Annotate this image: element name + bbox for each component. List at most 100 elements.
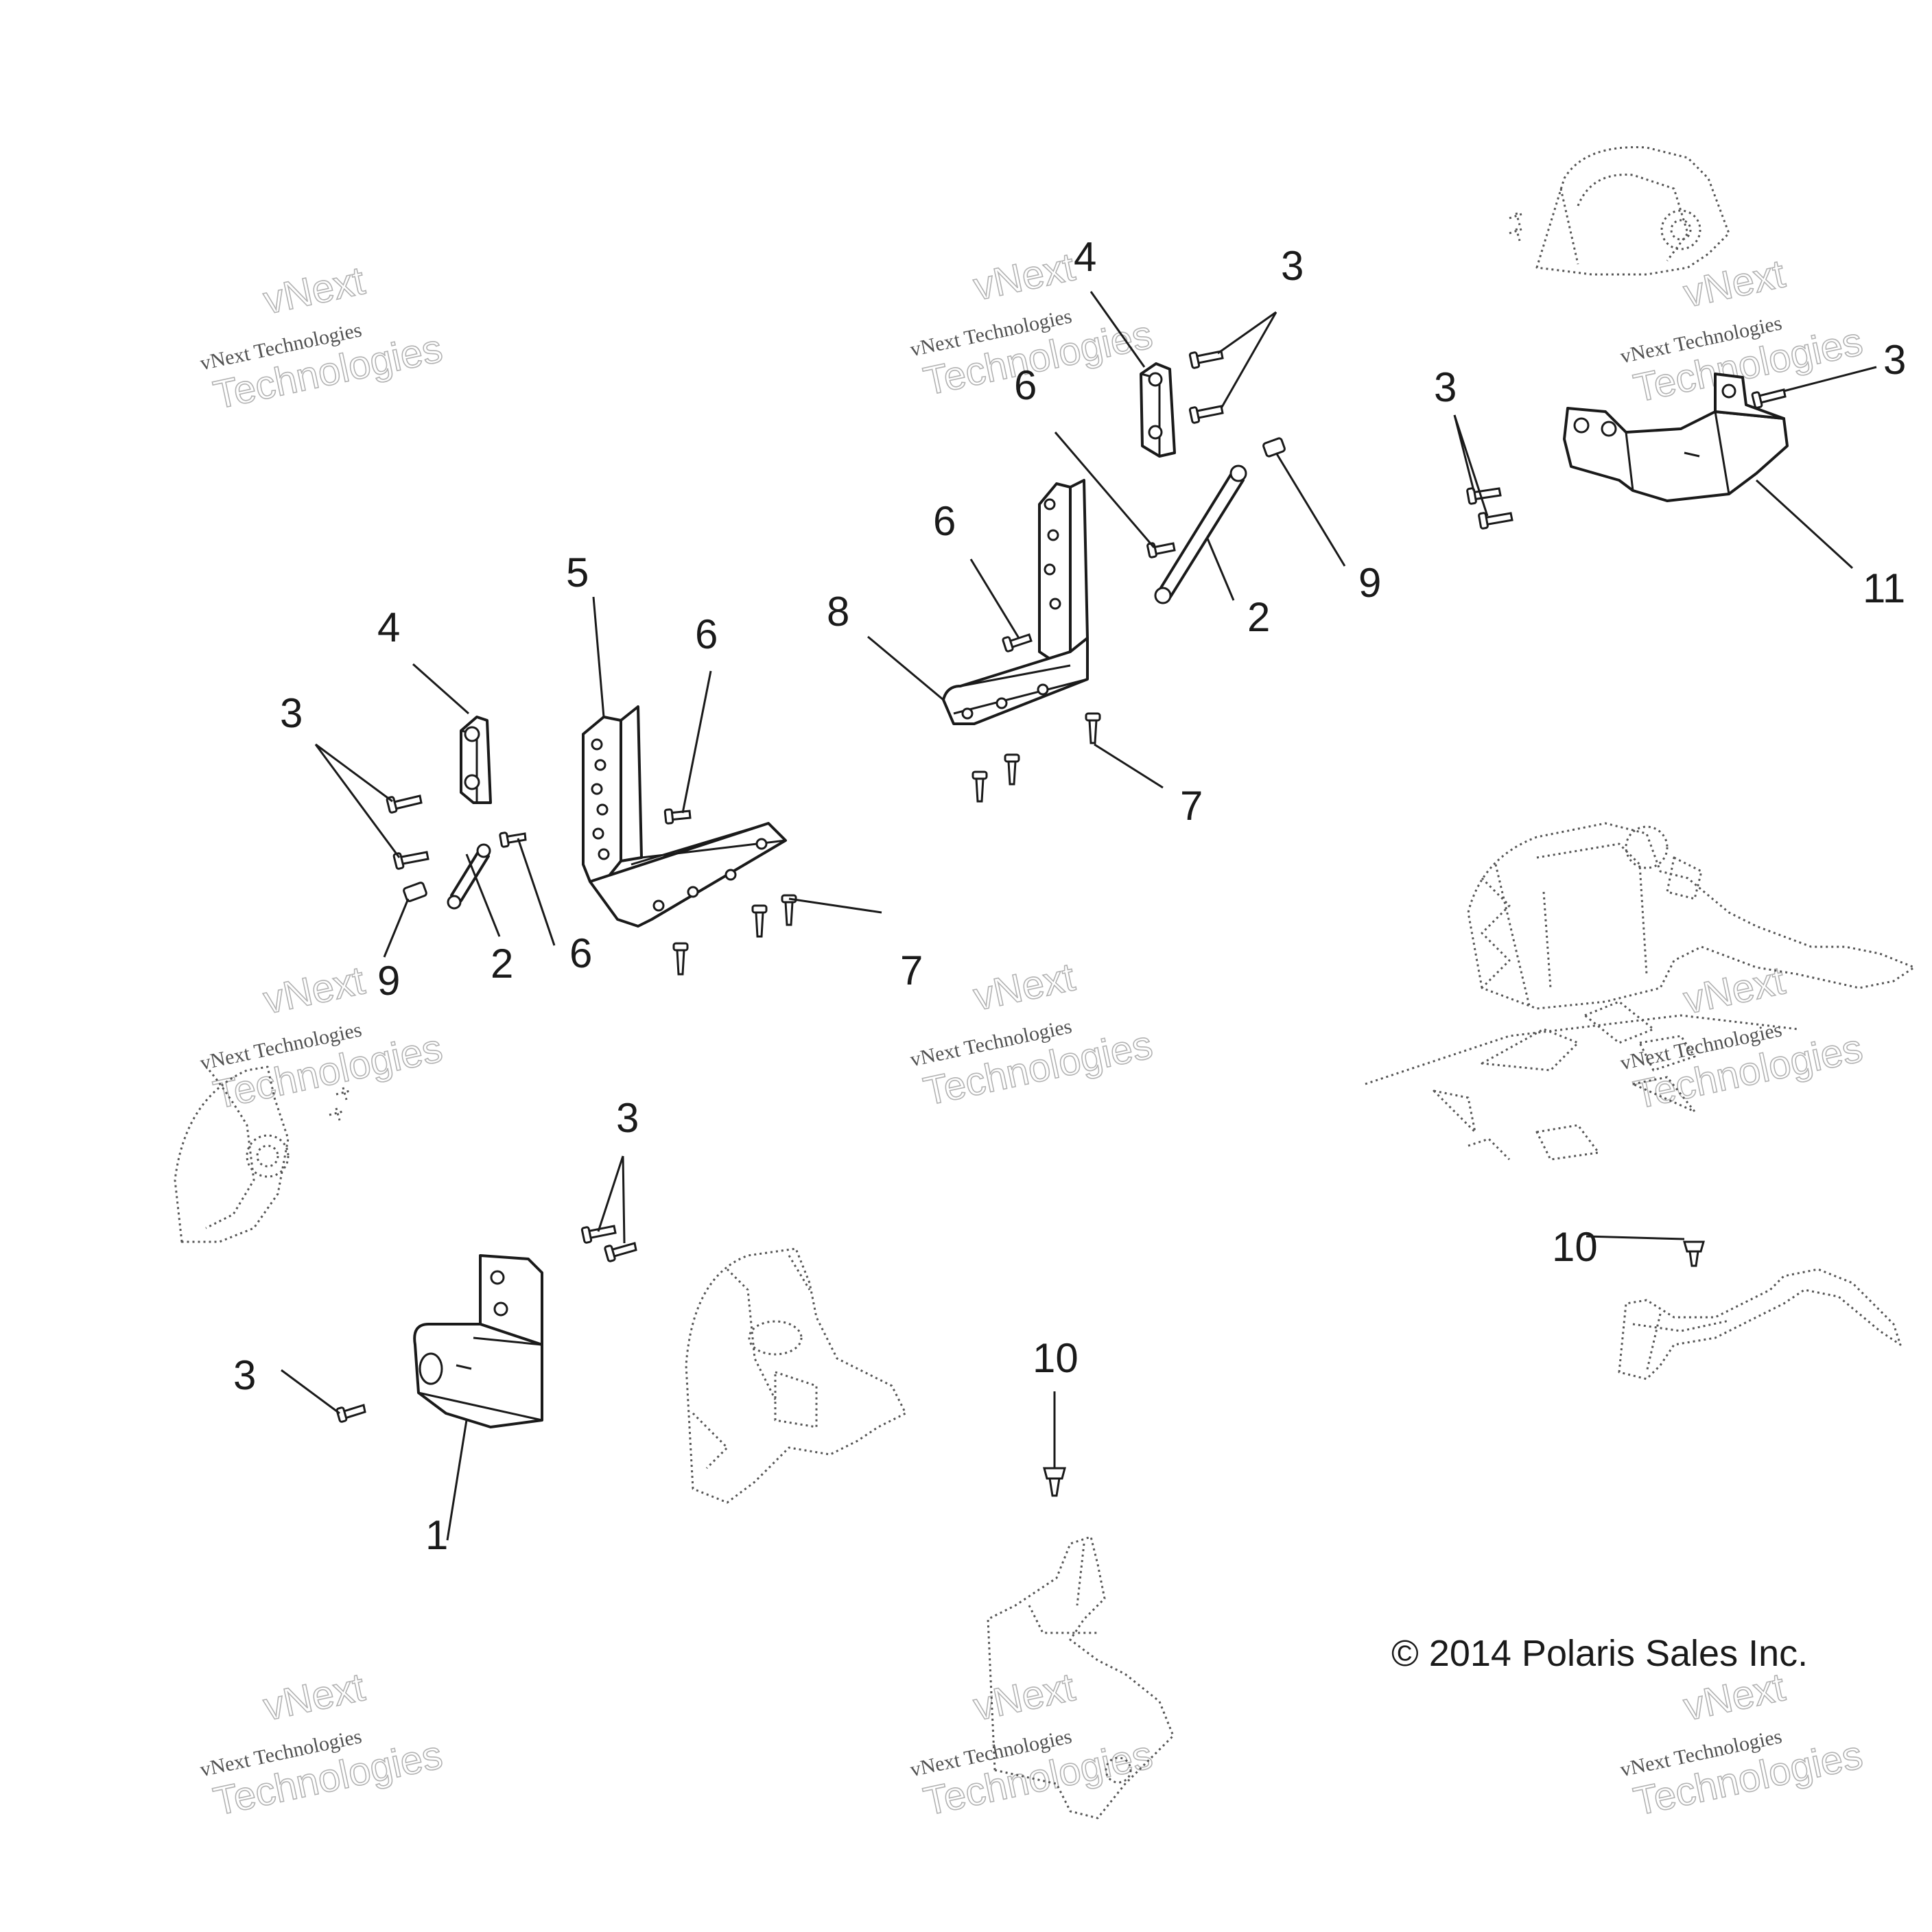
bolt [580,1225,617,1244]
watermark-bottom-right: vNext vNext Technologies Technologies [1618,1664,1867,1824]
callout-6: 6 [569,930,592,976]
callout-4: 4 [377,604,400,650]
watermark-top-left: vNext vNext Technologies Technologies [198,257,447,418]
callout-8: 8 [827,589,849,635]
part-link-2-left [447,843,491,910]
bolt [392,851,429,870]
callout-3: 3 [1281,243,1304,289]
watermark-text: vNext [1680,1664,1789,1729]
bolt [1466,487,1502,505]
bolt [499,832,527,848]
callout-2: 2 [1247,594,1270,640]
callout-11: 11 [1863,565,1905,611]
leader-line [1206,538,1235,601]
part-nut-9-left [403,882,427,902]
callout-7: 7 [1180,783,1203,829]
leader-line [969,558,1020,639]
part-link-2-top [1154,464,1247,604]
callout-10: 10 [1552,1224,1598,1270]
bolt [1751,388,1787,409]
leader-line [1094,743,1164,789]
screw [1085,712,1101,744]
bolt [335,1404,366,1423]
callout-9: 9 [377,958,400,1004]
watermark-bottom-left: vNext vNext Technologies Technologies [198,1664,447,1824]
watermark-text: vNext [259,1664,368,1729]
bolt [1188,350,1224,369]
callout-3: 3 [1434,364,1457,410]
callout-6: 6 [695,611,718,657]
screw [971,770,988,803]
leader-lines [281,291,1877,1541]
leader-line [681,670,712,814]
callout-7: 7 [900,947,923,993]
part-bracket-5 [582,705,787,928]
part-bracket-4-left [460,716,492,804]
fasteners [335,350,1787,1497]
callout-6: 6 [1014,362,1037,408]
screw [751,904,768,938]
leader-line [1586,1235,1685,1240]
watermark-mid-center: vNext vNext Technologies Technologies [908,954,1157,1114]
part-bracket-4-top [1140,362,1176,458]
part-bracket-11 [1563,373,1789,502]
callout-10: 10 [1033,1335,1079,1381]
callout-3: 3 [280,690,303,736]
callout-3: 3 [616,1095,639,1141]
leader-line [315,743,393,803]
watermark-text: vNext [259,958,368,1022]
leader-line [281,1369,340,1415]
screw [672,942,689,976]
leader-line [1217,311,1277,355]
ghost-frame-center [685,1247,907,1504]
callout-6: 6 [933,498,956,544]
part-bracket-1 [413,1254,543,1428]
callout-4: 4 [1074,234,1096,280]
callout-9: 9 [1358,560,1381,606]
ghost-frame-bottom-right [1618,1268,1902,1380]
bolt [1478,512,1513,530]
callout-labels: 1 2 2 3 3 3 3 3 3 4 4 5 6 6 6 6 7 7 8 9 … [233,234,1906,1558]
leader-line [314,744,401,858]
callout-2: 2 [491,941,513,987]
part-bracket-8 [942,479,1089,725]
leader-line [446,1419,468,1541]
copyright-notice: © 2014 Polaris Sales Inc. [1391,1633,1808,1674]
leader-line [788,897,882,914]
leader-line [622,1155,626,1244]
callout-3: 3 [233,1352,256,1398]
watermark-text: vNext [259,258,368,322]
ghost-headlight-top-right [1509,146,1730,276]
watermark-text: vNext [1680,958,1789,1022]
leader-line [465,853,501,937]
screw [1004,753,1020,786]
bolt [386,794,423,814]
push-clip [1683,1240,1705,1267]
leader-line [1054,432,1155,548]
watermark-top-center: vNext vNext Technologies Technologies [908,244,1157,404]
push-clip [1043,1467,1066,1497]
bolt [1188,405,1224,424]
bolt [604,1242,637,1262]
leader-line [1755,479,1854,569]
bolt [663,808,692,825]
leader-line [412,663,469,715]
callout-1: 1 [425,1512,448,1558]
watermark-text: vNext [969,954,1079,1019]
leader-line [1783,366,1877,392]
ghost-headlight-mid-left [174,1065,351,1243]
leader-line [517,838,556,946]
callout-5: 5 [566,550,589,596]
watermark-mid-left: vNext vNext Technologies Technologies [198,957,447,1118]
part-nut-9-top [1262,437,1286,458]
watermark-text: vNext [969,244,1079,309]
ghost-fender-right [1365,822,1916,1161]
ghost-frame-bottom-center [987,1535,1175,1819]
leader-line [592,596,605,718]
leader-line [383,898,410,958]
bolt [1002,633,1033,652]
leader-line [1220,311,1277,409]
leader-line [597,1155,624,1232]
leader-line [1089,291,1146,368]
